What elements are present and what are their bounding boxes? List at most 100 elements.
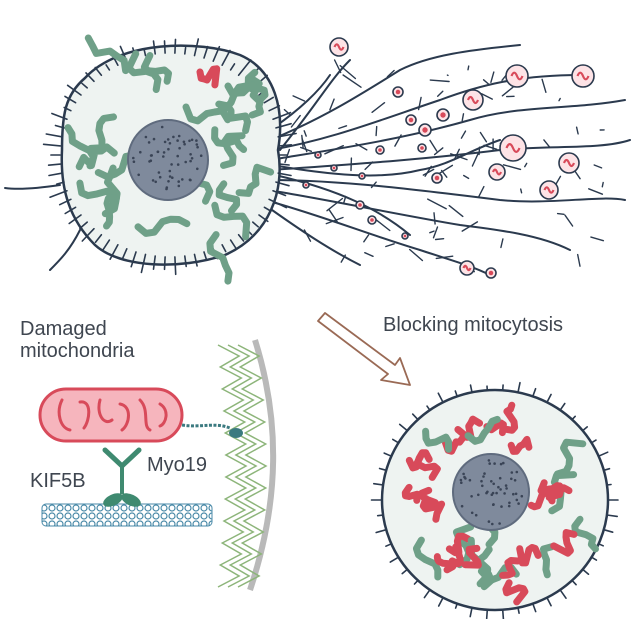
chromatin-dot <box>168 175 172 178</box>
protrusion <box>469 384 473 394</box>
chromatin-dot <box>147 141 151 144</box>
chromatin-dot <box>460 504 464 508</box>
chromatin-dot <box>182 140 186 144</box>
damaged-mitochondrion <box>502 579 529 606</box>
mitocytosis-vesicles <box>302 37 595 279</box>
protrusion <box>391 438 400 444</box>
damaged-mitochondrion <box>422 127 428 133</box>
healthy-mitochondrion <box>553 438 587 478</box>
kif5b-motor <box>102 447 142 507</box>
healthy-mitochondrion <box>215 180 241 215</box>
fiber-branch <box>433 147 444 156</box>
protrusion <box>58 198 72 206</box>
chromatin-dot <box>152 137 156 141</box>
retraction-fiber <box>267 189 571 251</box>
chromatin-dot <box>144 135 148 139</box>
chromatin-dot <box>480 479 483 483</box>
chromatin-dot <box>196 145 199 149</box>
myo19-label: Myo19 <box>147 454 208 476</box>
fiber-branch <box>520 188 523 194</box>
damaged-mitochondrion <box>419 495 446 523</box>
actin-strand <box>217 344 248 588</box>
fiber-branch <box>588 188 604 195</box>
actin-strand <box>237 344 268 588</box>
protrusion <box>559 402 566 411</box>
protrusion <box>193 253 198 267</box>
chromatin-dot <box>162 155 165 158</box>
damaged-mitochondrion <box>461 544 482 569</box>
fiber-branch <box>394 134 402 147</box>
chromatin-dot <box>488 462 492 465</box>
chromatin-dot <box>183 142 186 146</box>
damaged-mitochondrion <box>395 89 401 95</box>
damaged-mitochondrion <box>196 65 221 89</box>
chromatin-dot <box>499 488 502 491</box>
protrusion <box>51 112 68 120</box>
protrusion <box>79 221 88 230</box>
chromatin-dot <box>490 493 494 497</box>
membrane-protrusions <box>370 381 619 619</box>
protrusion <box>376 514 384 517</box>
protrusion <box>411 413 419 421</box>
nucleus <box>452 453 530 531</box>
chromatin-dot <box>168 169 172 173</box>
fiber-branch <box>490 71 495 83</box>
protrusion <box>105 64 111 71</box>
chromatin-dot <box>162 151 166 154</box>
chromatin-dot <box>520 494 524 498</box>
chromatin-dot <box>156 150 160 154</box>
protrusion <box>94 233 103 243</box>
protrusion <box>237 233 245 242</box>
protrusion <box>517 381 521 394</box>
damaged-mitochondrion <box>418 486 439 512</box>
damaged-mitochondrion <box>576 71 590 81</box>
fiber-branch <box>429 79 450 83</box>
chromatin-dot <box>503 492 506 495</box>
protrusion <box>143 48 147 57</box>
protrusion <box>517 606 520 615</box>
protrusion <box>64 95 77 104</box>
nucleus <box>127 119 209 201</box>
protrusion <box>63 106 72 112</box>
protrusion <box>581 568 590 576</box>
chromatin-dot <box>154 180 157 184</box>
chromatin-dot <box>149 159 153 162</box>
fiber-branch <box>556 212 565 215</box>
fiber-branch <box>292 95 306 102</box>
fiber-branch <box>329 98 335 111</box>
damaged-mitochondrion <box>433 553 458 574</box>
chromatin-dot <box>189 159 192 163</box>
damaged-mitochondrion <box>505 143 521 153</box>
protrusion <box>212 45 221 63</box>
protrusion <box>602 528 614 534</box>
healthy-mitochondrion <box>215 100 251 135</box>
retraction-fiber <box>274 174 411 236</box>
fiber-branch <box>483 144 498 150</box>
protrusion <box>275 122 292 129</box>
chromatin-dot <box>505 487 508 490</box>
chromatin-dot <box>189 153 192 156</box>
chromatin-dot <box>157 171 161 174</box>
protrusion <box>485 608 489 619</box>
damaged-mitochondrion <box>420 146 424 150</box>
damaged-mitochondrion <box>448 542 464 568</box>
protrusion <box>454 390 459 398</box>
fiber-branch <box>541 78 547 93</box>
damaged-mitochondria-label: Damaged mitochondria <box>20 318 135 362</box>
fiber-branch <box>502 164 522 171</box>
fiber-branch <box>339 64 357 80</box>
damaged-mitochondrion <box>434 175 440 181</box>
chromatin-dot <box>498 522 501 525</box>
fiber-branch <box>301 134 304 149</box>
protrusion <box>571 579 577 586</box>
actin-filament <box>217 344 268 588</box>
protrusion <box>163 256 166 271</box>
healthy-mitochondrion <box>211 126 248 153</box>
fiber-branch <box>338 125 348 130</box>
fiber-branch <box>461 221 479 232</box>
protrusion <box>531 387 537 398</box>
chromatin-dot <box>462 472 465 476</box>
chromatin-dot <box>490 480 493 483</box>
chromatin-dot <box>459 478 463 482</box>
fiber-branch <box>333 59 342 74</box>
